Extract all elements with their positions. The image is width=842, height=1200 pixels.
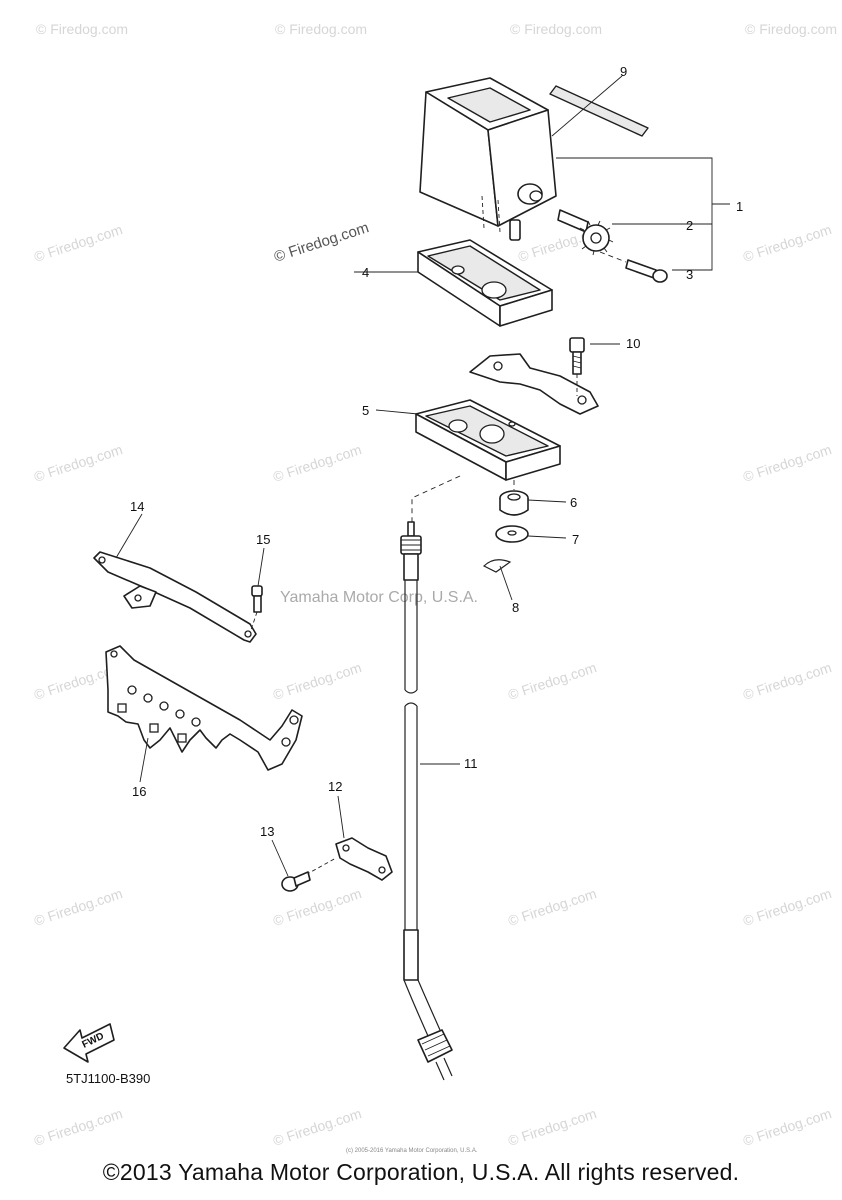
tiny-copyright: (c) 2005-2016 Yamaha Motor Corporation, … [346, 1148, 478, 1154]
watermark: © Firedog.com [271, 885, 363, 929]
callout-16: 16 [132, 784, 146, 799]
callout-9: 9 [620, 64, 627, 79]
callout-1: 1 [736, 199, 743, 214]
part-15-screw [250, 585, 263, 631]
part-3-screw [625, 259, 668, 283]
watermark: © Firedog.com [741, 1105, 833, 1149]
callout-5: 5 [362, 403, 369, 418]
watermark: © Firedog.com [741, 441, 833, 485]
callout-15: 15 [256, 532, 270, 547]
part-2-gear [557, 209, 614, 256]
watermark: © Firedog.com [271, 441, 363, 485]
part-6-grommet [499, 490, 529, 516]
callout-labels: 1 2 3 4 5 6 7 8 9 10 11 12 13 14 15 16 [130, 64, 743, 839]
callout-13: 13 [260, 824, 274, 839]
callout-10: 10 [626, 336, 640, 351]
callout-6: 6 [570, 495, 577, 510]
assembly-line [599, 251, 627, 263]
meter-housing [419, 77, 557, 241]
part-14-bracket [93, 551, 257, 643]
part-9-strip [549, 85, 649, 137]
part-12-clamp [299, 837, 393, 881]
diagram-code: 5TJ1100-B390 [66, 1071, 150, 1086]
watermark: © Firedog.com [32, 441, 124, 485]
callout-12: 12 [328, 779, 342, 794]
watermark: © Firedog.com [741, 885, 833, 929]
watermark: © Firedog.com [506, 885, 598, 929]
watermark: © Firedog.com [510, 21, 602, 37]
copyright-footer: ©2013 Yamaha Motor Corporation, U.S.A. A… [102, 1159, 740, 1185]
watermark: © Firedog.com [745, 21, 837, 37]
leader-lines [115, 75, 730, 877]
watermark: © Firedog.com [275, 21, 367, 37]
callout-7: 7 [572, 532, 579, 547]
watermark: © Firedog.com [741, 659, 833, 703]
center-watermark: Yamaha Motor Corp, U.S.A. [280, 589, 478, 606]
part-8-clip [482, 559, 512, 573]
watermark: © Firedog.com [506, 1105, 598, 1149]
part-10-bolt [569, 337, 585, 396]
fwd-direction-arrow: FWD [63, 1023, 115, 1063]
firedog-logo-watermark: © Firedog.com [272, 219, 371, 266]
watermark: © Firedog.com [271, 659, 363, 703]
callout-8: 8 [512, 600, 519, 615]
part-5-bracket [415, 353, 599, 481]
watermark: © Firedog.com [36, 21, 128, 37]
callout-11: 11 [464, 756, 478, 771]
callout-4: 4 [362, 265, 369, 280]
callout-3: 3 [686, 267, 693, 282]
assembly-line [411, 475, 461, 522]
part-4-tray [417, 239, 553, 327]
watermark: © Firedog.com [741, 221, 833, 265]
part-16-bracket [105, 645, 303, 771]
watermark: © Firedog.com [32, 1105, 124, 1149]
watermark: © Firedog.com [506, 659, 598, 703]
part-11-cable [400, 521, 453, 1081]
watermark: © Firedog.com [32, 221, 124, 265]
part-7-washer [495, 525, 529, 543]
watermark: © Firedog.com [32, 885, 124, 929]
part-13-screw [281, 871, 311, 892]
callout-2: 2 [686, 218, 693, 233]
callout-14: 14 [130, 499, 144, 514]
watermark: © Firedog.com [271, 1105, 363, 1149]
